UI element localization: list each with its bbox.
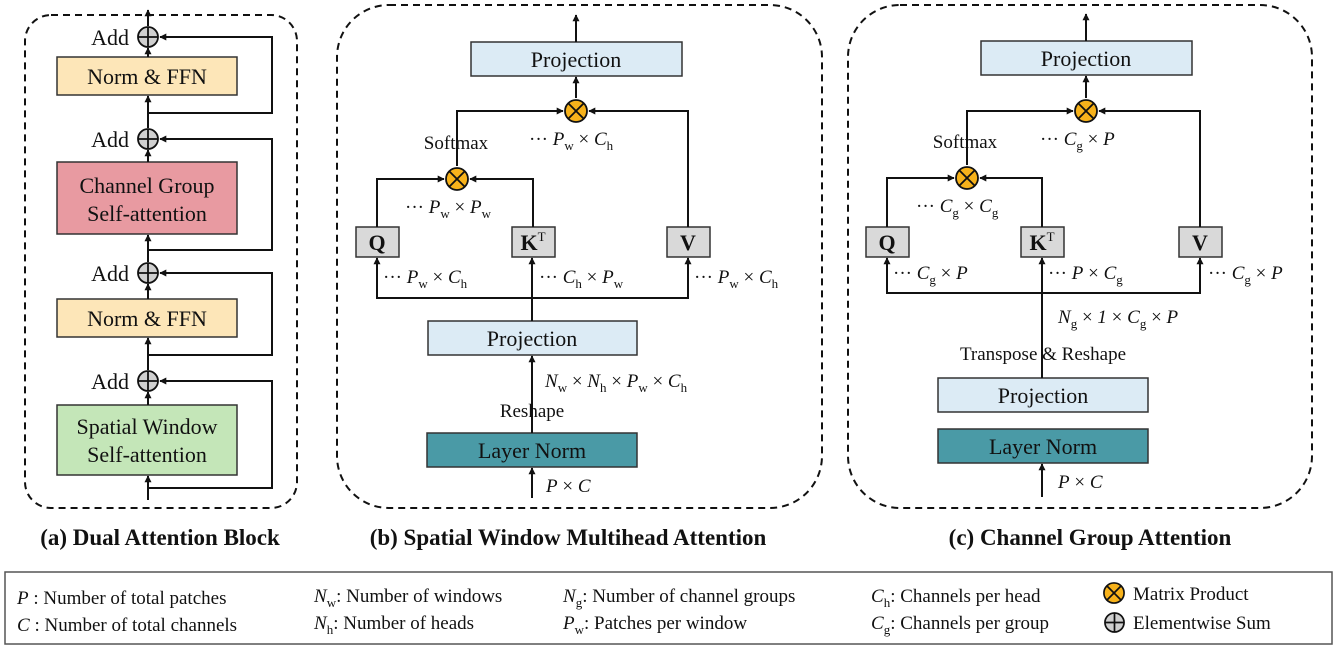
projection-mid-box — [427, 320, 638, 356]
spatial-window-label-line1: Spatial Window — [76, 414, 217, 439]
dim-output-c: ··· Cg × P — [1040, 129, 1115, 153]
matrix-product-icon — [564, 99, 588, 123]
spatial-window-label-line2: Self-attention — [87, 442, 207, 467]
elementwise-sum-icon — [137, 128, 159, 150]
v-box — [666, 226, 711, 258]
layer-norm-box — [426, 432, 638, 468]
norm-ffn-box-top — [56, 56, 238, 96]
q-label: Q — [368, 230, 385, 255]
legend-nh: Nh: Number of heads — [313, 613, 474, 637]
caption-b: (b) Spatial Window Multihead Attention — [370, 525, 767, 550]
softmax-label-c: Softmax — [933, 132, 998, 153]
panel-b-frame — [336, 4, 823, 509]
projection-top-label-c: Projection — [1041, 46, 1131, 71]
panel-a-flow — [144, 9, 273, 500]
v-label: V — [680, 230, 696, 255]
dim-attention-b: ··· Pw × Pw — [405, 197, 492, 221]
matrix-product-icon — [445, 167, 469, 191]
panel-c-frame — [847, 4, 1313, 509]
elementwise-sum-icon — [137, 262, 159, 284]
legend-elementwise-sum: Elementwise Sum — [1133, 613, 1271, 634]
dim-output-b: ··· Pw × Ch — [529, 129, 614, 153]
projection-top-label: Projection — [531, 47, 621, 72]
dim-k-c: ··· P × Cg — [1048, 263, 1123, 287]
add-label: Add — [91, 127, 129, 152]
legend-matrix-product: Matrix Product — [1133, 584, 1249, 605]
projection-mid-label-c: Projection — [998, 383, 1088, 408]
k-label: KT — [520, 229, 545, 255]
legend-cg: Cg: Channels per group — [871, 613, 1049, 637]
channel-group-label-line1: Channel Group — [79, 173, 214, 198]
dim-v-c: ··· Cg × P — [1208, 263, 1283, 287]
dim-reshape-c: Ng × 1 × Cg × P — [1057, 307, 1179, 331]
elementwise-sum-icon — [1104, 612, 1125, 633]
q-label-c: Q — [878, 230, 895, 255]
add-label: Add — [91, 261, 129, 286]
add-label: Add — [91, 369, 129, 394]
legend-ng: Ng: Number of channel groups — [562, 586, 795, 610]
projection-top-box — [470, 41, 683, 77]
q-box-c — [865, 226, 910, 258]
legend-ch: Ch: Channels per head — [871, 586, 1041, 610]
panel-c-flow — [883, 13, 1204, 497]
legend-box — [4, 571, 1333, 645]
legend-c: C : Number of total channels — [17, 615, 237, 636]
channel-group-box — [56, 161, 238, 235]
legend-pw: Pw: Patches per window — [562, 613, 747, 637]
norm-ffn-label-bottom: Norm & FFN — [87, 306, 207, 331]
add-label: Add — [91, 25, 129, 50]
dim-k-b: ··· Ch × Pw — [539, 267, 624, 291]
reshape-label: Reshape — [500, 401, 564, 422]
caption-c: (c) Channel Group Attention — [949, 525, 1232, 550]
legend-p: P : Number of total patches — [16, 588, 226, 609]
projection-mid-box-c — [937, 377, 1149, 413]
elementwise-sum-icon — [137, 370, 159, 392]
matrix-product-icon — [1074, 99, 1098, 123]
panel-b-flow — [373, 14, 692, 498]
caption-a: (a) Dual Attention Block — [40, 525, 280, 550]
spatial-window-box — [56, 404, 238, 476]
layer-norm-label: Layer Norm — [478, 438, 586, 463]
matrix-product-icon — [1103, 582, 1125, 604]
k-label-c: KT — [1029, 229, 1054, 255]
dim-input-c: P × C — [1057, 472, 1103, 493]
transpose-reshape-label: Transpose & Reshape — [960, 344, 1126, 365]
dim-attention-c: ··· Cg × Cg — [916, 196, 999, 220]
projection-top-box-c — [980, 40, 1193, 76]
channel-group-label-line2: Self-attention — [87, 201, 207, 226]
dim-q-c: ··· Cg × P — [893, 263, 968, 287]
dim-input-b: P × C — [545, 476, 591, 497]
layer-norm-box-c — [937, 428, 1149, 464]
elementwise-sum-icon — [137, 26, 159, 48]
norm-ffn-label-top: Norm & FFN — [87, 64, 207, 89]
q-box — [355, 226, 400, 258]
dim-q-b: ··· Pw × Ch — [383, 267, 468, 291]
k-box-c — [1020, 226, 1065, 258]
matrix-product-icon — [955, 166, 979, 190]
softmax-label: Softmax — [424, 133, 489, 154]
v-label-c: V — [1192, 230, 1208, 255]
panel-a-frame — [24, 14, 298, 509]
layer-norm-label-c: Layer Norm — [989, 434, 1097, 459]
dim-reshape-b: Nw × Nh × Pw × Ch — [544, 371, 688, 395]
projection-mid-label: Projection — [487, 326, 577, 351]
legend-nw: Nw: Number of windows — [313, 586, 502, 610]
dim-v-b: ··· Pw × Ch — [694, 267, 779, 291]
